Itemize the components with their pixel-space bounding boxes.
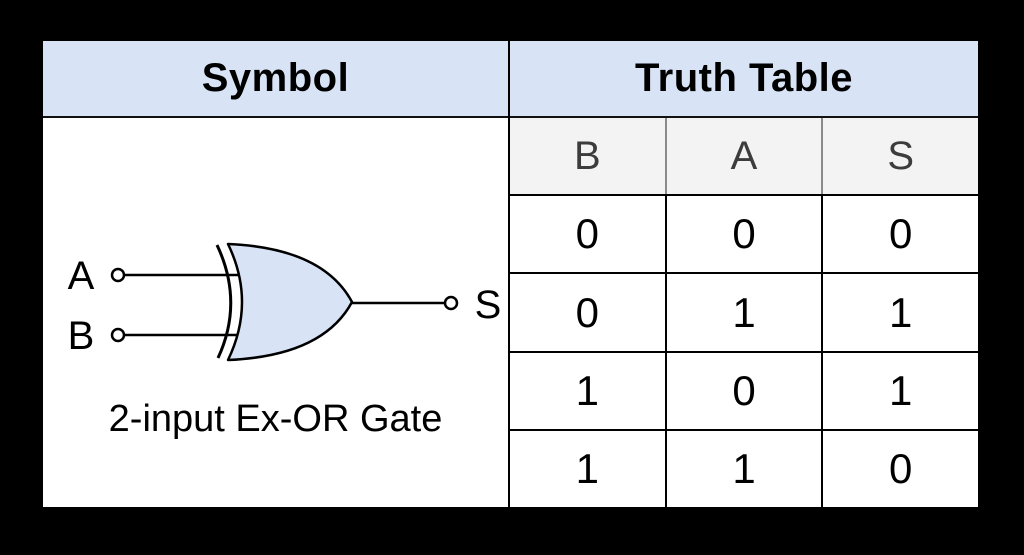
truth-table-header-label: Truth Table	[634, 56, 854, 100]
table-row: 1 1 0	[510, 430, 979, 508]
column-header-a: A	[666, 118, 824, 195]
gate-caption: 2-input Ex-OR Gate	[108, 398, 443, 440]
cell-a: 1	[666, 430, 824, 508]
input-b-label: B	[68, 314, 95, 358]
cell-a: 0	[666, 352, 824, 429]
output-s-label: S	[475, 283, 502, 327]
cell-s: 1	[823, 274, 979, 351]
input-a-label: A	[68, 254, 95, 298]
truth-table-column-header: Truth Table	[510, 41, 978, 118]
cell-b: 1	[510, 352, 667, 429]
gate-reference-table: Symbol A B S	[43, 41, 979, 508]
symbol-column-header: Symbol	[43, 41, 508, 118]
xor-input-arc	[215, 244, 233, 359]
cell-b: 0	[510, 196, 667, 273]
symbol-column: Symbol A B S	[43, 41, 510, 507]
table-row: 1 0 1	[510, 352, 979, 431]
input-b-terminal-icon	[110, 327, 126, 343]
output-terminal-icon	[443, 295, 459, 311]
symbol-header-label: Symbol	[201, 56, 350, 100]
cell-s: 1	[823, 352, 979, 429]
symbol-cell: A B S 2-input Ex-OR Gate	[43, 118, 508, 507]
column-header-b: B	[510, 118, 667, 195]
cell-s: 0	[823, 196, 979, 273]
column-header-s: S	[823, 118, 979, 195]
truth-table-header-row: B A S	[510, 118, 979, 197]
cell-b: 0	[510, 274, 667, 351]
xor-gate-drawing: A B S	[68, 242, 502, 362]
cell-s: 0	[823, 430, 979, 508]
cell-b: 1	[510, 430, 667, 508]
table-row: 0 0 0	[510, 196, 979, 275]
input-a-terminal-icon	[110, 267, 126, 283]
cell-a: 1	[666, 274, 824, 351]
xor-gate-body	[226, 242, 354, 362]
truth-table-column: Truth Table B A S 0 0 0 0 1 1 1 0 1	[510, 41, 979, 508]
truth-table-grid: B A S 0 0 0 0 1 1 1 0 1 1 1	[510, 118, 979, 508]
cell-a: 0	[666, 196, 824, 273]
table-row: 0 1 1	[510, 274, 979, 353]
